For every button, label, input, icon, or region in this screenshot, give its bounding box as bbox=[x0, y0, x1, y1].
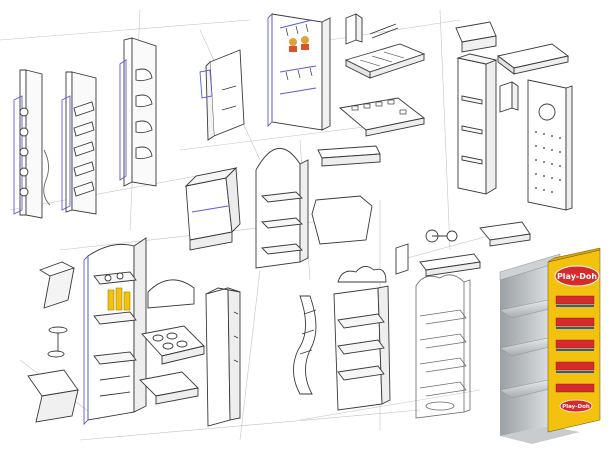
sketch-tall-stand-2 bbox=[61, 71, 97, 215]
sketch-counter-stand bbox=[184, 166, 241, 251]
sketch-arched-shelf-unit bbox=[255, 147, 309, 269]
sketch-shelf-cutout bbox=[311, 195, 373, 245]
sketch-hook-column bbox=[205, 287, 241, 427]
play-doh-logo-top: Play-Doh bbox=[554, 265, 600, 287]
sketch-header-arc bbox=[147, 279, 195, 309]
play-doh-logo-small-text: Play-Doh bbox=[562, 404, 590, 410]
sketch-side-bracket bbox=[499, 81, 519, 113]
sketch-disc-tray bbox=[141, 325, 205, 365]
sketch-header-rail bbox=[317, 145, 381, 167]
play-doh-logo-bottom: Play-Doh bbox=[559, 399, 593, 413]
sketch-wall-panel bbox=[199, 49, 245, 141]
sketch-shelf-rails bbox=[338, 43, 426, 137]
yellow-product-packs bbox=[107, 287, 131, 311]
sketch-header-card bbox=[455, 21, 497, 53]
sketch-tray bbox=[496, 43, 570, 75]
sketch-perforated-panel bbox=[527, 79, 573, 211]
sketch-clip-parts bbox=[345, 13, 399, 45]
toy-figures bbox=[289, 36, 309, 52]
sketch-small-shelf bbox=[479, 221, 531, 247]
sketch-cloud-shelf-unit bbox=[333, 266, 391, 411]
sketch-loose-parts bbox=[27, 261, 79, 423]
sketch-wave-stand bbox=[293, 295, 317, 395]
sketch-tall-stand-3 bbox=[119, 37, 157, 187]
render-gondola: Play-Doh Play-Doh bbox=[499, 247, 601, 444]
play-doh-logo-text: Play-Doh bbox=[557, 272, 597, 281]
sketch-flat-tray bbox=[395, 243, 481, 277]
sketch-peg-hook bbox=[425, 229, 458, 243]
sketch-outline-unit bbox=[415, 274, 471, 419]
sketch-pegboard-panel bbox=[267, 12, 331, 131]
sketch-shelving-unit bbox=[456, 53, 498, 195]
sketch-product-display bbox=[83, 237, 147, 426]
branded-display bbox=[547, 247, 601, 433]
sketch-tall-stand-1 bbox=[13, 69, 51, 219]
sketch-shallow-tray bbox=[139, 371, 199, 405]
